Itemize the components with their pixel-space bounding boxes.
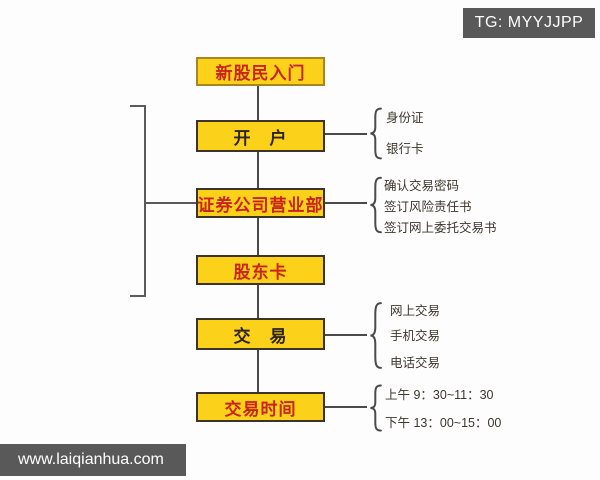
connector-vertical-4 [257, 285, 259, 318]
connector-branch-annotations [325, 202, 367, 204]
annotation-online-trading: 网上交易 [390, 304, 441, 318]
annotation-bank-card: 银行卡 [386, 142, 424, 156]
connector-vertical-1 [257, 86, 259, 120]
connector-vertical-5 [257, 350, 259, 392]
flow-node-open-account: 开 户 [196, 120, 325, 152]
annotation-sign-online-trading-agreement: 签订网上委托交易书 [384, 221, 497, 235]
connector-open-account-annotations [325, 133, 367, 135]
brace-icon [369, 107, 383, 160]
connector-vertical-3 [257, 218, 259, 255]
connector-trading-annotations [325, 334, 367, 336]
flow-node-trading: 交 易 [196, 318, 325, 350]
left-bracket-branch-line [146, 202, 196, 204]
annotation-afternoon-session: 下午 13：00~15：00 [385, 416, 502, 430]
connector-vertical-2 [257, 152, 259, 188]
flow-node-securities-branch: 证券公司营业部 [196, 188, 325, 218]
flow-node-trading-hours: 交易时间 [196, 392, 325, 422]
connector-hours-annotations [325, 406, 367, 408]
flow-node-shareholder-card: 股东卡 [196, 255, 325, 285]
left-bracket-bottom-tick [130, 295, 146, 297]
annotation-mobile-trading: 手机交易 [390, 329, 441, 343]
left-bracket-top-tick [130, 105, 146, 107]
annotation-morning-session: 上午 9：30~11：30 [385, 388, 494, 402]
annotation-sign-risk-agreement: 签订风险责任书 [384, 200, 472, 214]
brace-icon [369, 384, 383, 432]
annotation-phone-trading: 电话交易 [390, 356, 441, 370]
left-bracket-vertical [144, 105, 146, 297]
website-watermark-bar: www.laiqianhua.com [0, 444, 186, 476]
telegram-watermark-badge: TG: MYYJJPP [463, 8, 595, 38]
brace-icon [369, 301, 383, 370]
annotation-confirm-trading-password: 确认交易密码 [384, 179, 460, 193]
brace-icon [369, 176, 383, 234]
flow-node-new-investor-intro: 新股民入门 [196, 57, 325, 86]
annotation-id-card: 身份证 [386, 111, 424, 125]
